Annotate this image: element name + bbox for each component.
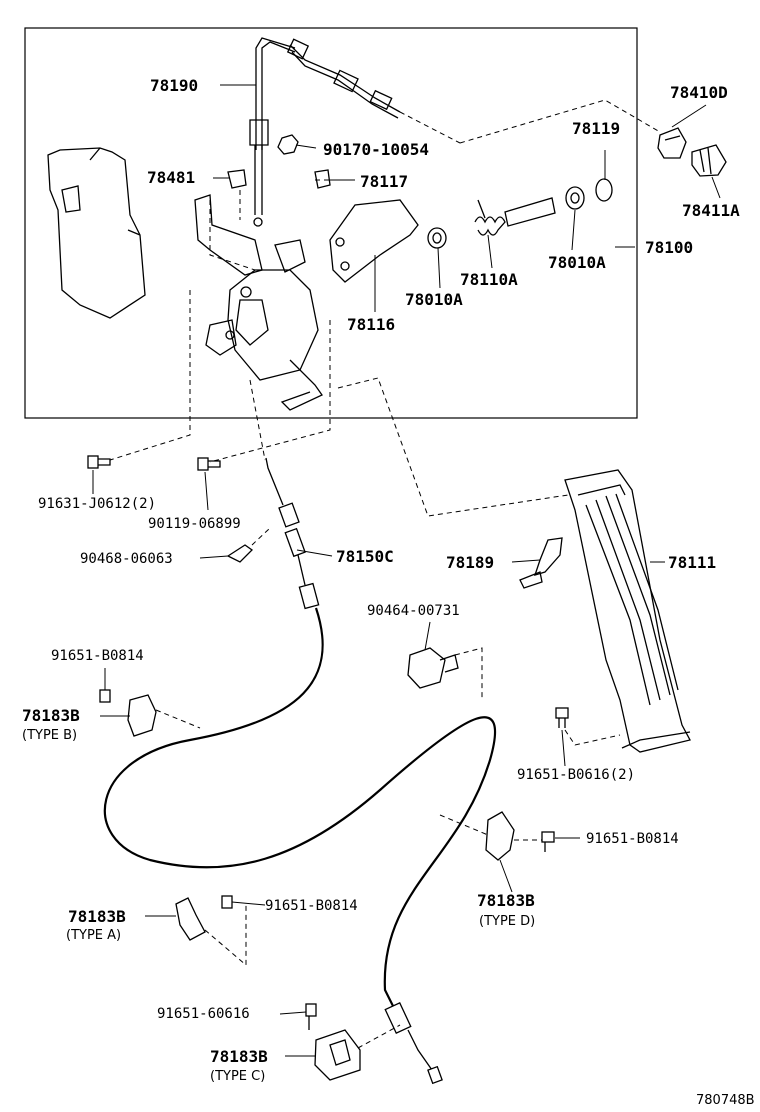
clamp-90464: [407, 647, 459, 689]
label-78183B-type-c: 78183B: [210, 1047, 268, 1066]
label-78410D: 78410D: [670, 83, 728, 102]
mounting-plate: [47, 147, 146, 319]
label-90119-06899: 90119-06899: [148, 516, 241, 532]
label-78116: 78116: [347, 315, 395, 334]
label-78117: 78117: [360, 172, 408, 191]
clamp-78183B-type-a: [175, 895, 233, 941]
label-78100: 78100: [645, 238, 693, 257]
label-90468-06063: 90468-06063: [80, 551, 173, 567]
bolt-90119: [197, 457, 221, 471]
bushing-78010A-left: [427, 227, 447, 249]
clip-78117: [314, 169, 331, 189]
diagram-code: 780748B: [696, 1093, 755, 1108]
part-78411A: [691, 144, 727, 177]
assembly-frame: [24, 27, 638, 419]
label-78183B-type-b: 78183B: [22, 706, 80, 725]
stopper-78189: [519, 537, 563, 589]
label-78110A: 78110A: [460, 270, 518, 289]
label-91651-B0814-right: 91651-B0814: [586, 831, 679, 847]
pedal-78111: [564, 469, 691, 753]
part-78410D: [657, 127, 687, 159]
label-type-d: (TYPE D): [479, 914, 535, 929]
label-78183B-type-d: 78183B: [477, 891, 535, 910]
washer-78119: [595, 178, 613, 202]
label-91651-60616: 91651-60616: [157, 1006, 250, 1022]
nut-90170: [277, 134, 299, 155]
label-78150C: 78150C: [336, 547, 394, 566]
label-78119: 78119: [572, 119, 620, 138]
label-78190: 78190: [150, 76, 198, 95]
label-type-b: (TYPE B): [22, 728, 77, 743]
label-91651-B0814-mid: 91651-B0814: [265, 898, 358, 914]
bracket-78116: [329, 199, 419, 283]
clip-78481: [227, 169, 247, 189]
cable-78150C: [103, 457, 497, 1085]
bolt-91651-B0616: [555, 707, 569, 728]
label-type-c: (TYPE C): [210, 1069, 265, 1084]
label-91651-B0616: 91651-B0616(2): [517, 767, 635, 783]
clamp-78183B-type-b: [99, 689, 157, 737]
bolt-91631: [87, 455, 111, 469]
label-91651-B0814-top: 91651-B0814: [51, 648, 144, 664]
label-78189: 78189: [446, 553, 494, 572]
leader-lines: [92, 84, 721, 1057]
clip-90468: [226, 544, 254, 563]
clamp-78183B-type-c: [305, 1003, 361, 1081]
spring-78110A: [474, 216, 506, 236]
shaft: [504, 197, 556, 227]
label-78010A-left: 78010A: [405, 290, 463, 309]
cable-78190: [249, 37, 401, 227]
label-90170-10054: 90170-10054: [323, 140, 429, 159]
label-91631-J0612: 91631-J0612(2): [38, 496, 156, 512]
bushing-78010A-right: [565, 186, 585, 210]
pedal-mechanism: [194, 194, 323, 411]
label-type-a: (TYPE A): [66, 928, 121, 943]
label-78111: 78111: [668, 553, 716, 572]
label-78481: 78481: [147, 168, 195, 187]
label-78411A: 78411A: [682, 201, 740, 220]
label-90464-00731: 90464-00731: [367, 603, 460, 619]
label-78010A-right: 78010A: [548, 253, 606, 272]
clamp-78183B-type-d: [485, 811, 555, 861]
label-78183B-type-a: 78183B: [68, 907, 126, 926]
